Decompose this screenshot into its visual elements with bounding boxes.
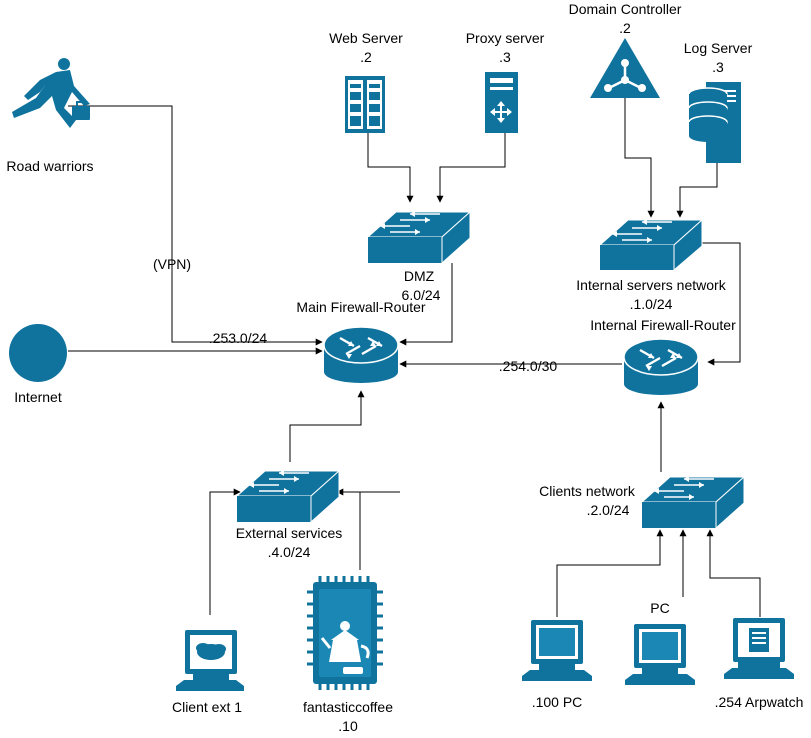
web-server-icon bbox=[345, 76, 385, 133]
internal-servers-switch-icon bbox=[598, 218, 704, 272]
log-server-ip: .3 bbox=[712, 59, 724, 75]
proxy-server-icon bbox=[485, 72, 518, 133]
pc-computer-icon bbox=[625, 624, 695, 685]
clients-switch-icon bbox=[640, 475, 746, 530]
link-subnet-label: .254.0/30 bbox=[499, 358, 558, 374]
edge-internal-switch-router bbox=[700, 242, 741, 366]
edge-coffee-external-switch bbox=[336, 488, 400, 570]
edge-external-switch-main-router bbox=[289, 390, 365, 462]
edge-proxy-dmz bbox=[436, 133, 506, 203]
client-ext1-label: Client ext 1 bbox=[172, 699, 242, 715]
edge-log-internal-switch bbox=[676, 163, 718, 218]
clients-network-subnet: .2.0/24 bbox=[587, 502, 630, 518]
edge-client-ext1-external-switch bbox=[209, 488, 241, 615]
arpwatch-label: .254 Arpwatch bbox=[715, 694, 804, 710]
main-router-label: Main Firewall-Router bbox=[296, 299, 425, 315]
road-warriors-label: Road warriors bbox=[6, 158, 93, 174]
connections bbox=[68, 98, 761, 617]
log-server-icon bbox=[688, 82, 741, 163]
domain-controller-name: Domain Controller bbox=[569, 1, 682, 17]
log-server-name: Log Server bbox=[684, 40, 753, 56]
pc-100-label: .100 PC bbox=[532, 694, 583, 710]
arpwatch-computer-icon bbox=[724, 618, 794, 679]
edge-dmz-main-router bbox=[399, 263, 453, 346]
internet-icon bbox=[9, 324, 67, 382]
edge-webserver-dmz bbox=[367, 133, 414, 203]
main-firewall-router-icon bbox=[323, 326, 399, 383]
edge-pc100-clients-switch bbox=[556, 529, 664, 617]
dmz-name: DMZ bbox=[404, 268, 435, 284]
web-server-ip: .2 bbox=[360, 49, 372, 65]
dmz-subnet: 6.0/24 bbox=[402, 287, 441, 303]
client-ext1-computer-icon bbox=[176, 630, 244, 691]
domain-controller-ip: .2 bbox=[619, 20, 631, 36]
labels: Road warriors Internet Web Server .2 Pro… bbox=[6, 1, 803, 734]
fantasticcoffee-name: fantasticcoffee bbox=[303, 699, 393, 715]
pc-label: PC bbox=[650, 600, 669, 616]
external-services-subnet: .4.0/24 bbox=[268, 544, 311, 560]
internal-servers-subnet: .1.0/24 bbox=[630, 296, 673, 312]
internet-label: Internet bbox=[14, 389, 62, 405]
web-server-name: Web Server bbox=[329, 30, 403, 46]
proxy-server-ip: .3 bbox=[499, 49, 511, 65]
wan-subnet-label: .253.0/24 bbox=[209, 330, 268, 346]
clients-network-name: Clients network bbox=[539, 483, 636, 499]
edge-roadwarriors-main-router bbox=[68, 105, 323, 346]
vpn-label: (VPN) bbox=[153, 256, 191, 272]
road-warrior-icon bbox=[12, 58, 90, 128]
edge-arpwatch-clients-switch bbox=[706, 529, 761, 617]
internal-firewall-router-icon bbox=[623, 338, 699, 395]
fantasticcoffee-chip-icon bbox=[307, 576, 383, 690]
proxy-server-name: Proxy server bbox=[466, 30, 545, 46]
internal-servers-name: Internal servers network bbox=[576, 277, 726, 293]
pc-100-computer-icon bbox=[522, 620, 592, 681]
external-services-switch-icon bbox=[235, 469, 341, 524]
external-services-name: External services bbox=[236, 525, 343, 541]
domain-controller-icon bbox=[590, 38, 660, 98]
edge-dc-internal-switch bbox=[624, 98, 655, 218]
fantasticcoffee-ip: .10 bbox=[338, 718, 358, 734]
dmz-switch-icon bbox=[366, 210, 472, 265]
internal-router-label: Internal Firewall-Router bbox=[590, 317, 736, 333]
